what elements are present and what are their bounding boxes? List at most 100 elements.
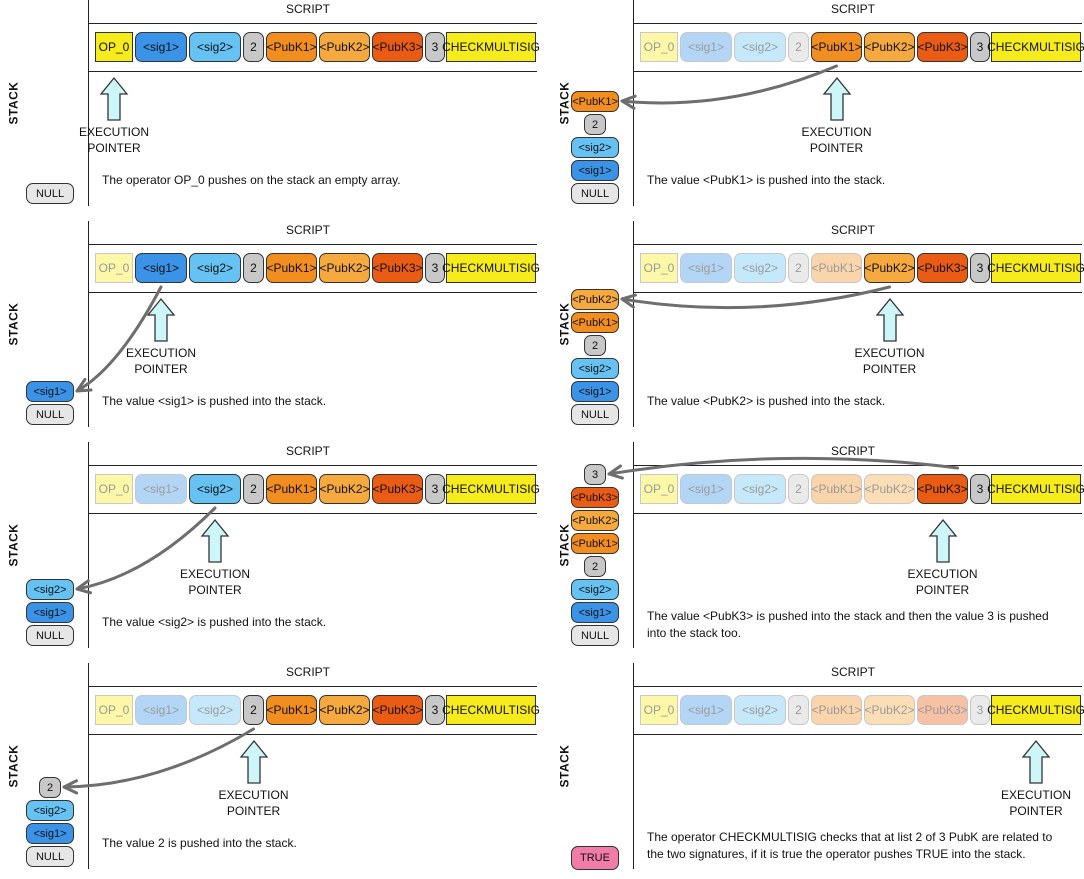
script-top-rule: [633, 244, 1082, 245]
script-token-sig1: <sig1>: [135, 474, 187, 504]
execution-pointer-label: POINTER: [809, 141, 864, 155]
script-token-3: 3: [970, 474, 990, 504]
stack-divider: [88, 442, 89, 648]
stack-item-null: NULL: [571, 183, 619, 204]
script-token-op_0: OP_0: [640, 32, 678, 62]
script-token-3: 3: [970, 32, 990, 62]
script-token-3: 3: [425, 253, 445, 283]
stack-item-sig1: <sig1>: [26, 823, 74, 844]
stack-item-2: 2: [39, 777, 61, 798]
script-token-pubk2: <PubK2>: [319, 253, 370, 283]
script-token-3: 3: [425, 695, 445, 725]
script-token-3: 3: [425, 474, 445, 504]
script-top-rule: [633, 686, 1082, 687]
stack-item-sig1: <sig1>: [26, 602, 74, 623]
stack-item-null: NULL: [26, 846, 74, 867]
script-token-pubk3: <PubK3>: [372, 695, 423, 725]
stack-item-null: NULL: [26, 404, 74, 425]
execution-pointer-label: EXECUTION: [218, 788, 289, 802]
stack-divider: [88, 663, 89, 869]
script-token-pubk2: <PubK2>: [864, 474, 915, 504]
script-token-sig1: <sig1>: [680, 474, 732, 504]
execution-pointer-arrow: [875, 297, 904, 342]
script-token-pubk3: <PubK3>: [917, 474, 968, 504]
execution-pointer-arrow: [146, 297, 176, 342]
stack-label: STACK: [6, 523, 21, 567]
script-token-pubk1: <PubK1>: [811, 474, 862, 504]
stack-item-sig1: <sig1>: [571, 602, 619, 623]
execution-pointer-label: POINTER: [915, 583, 970, 597]
script-token-checkmultisig: CHECKMULTISIG: [442, 474, 540, 504]
script-token-pubk1: <PubK1>: [266, 695, 317, 725]
script-token-sig2: <sig2>: [189, 474, 241, 504]
script-token-checkmultisig: CHECKMULTISIG: [442, 253, 540, 283]
caption: The value <sig1> is pushed into the stac…: [102, 393, 326, 410]
script-token-pubk2: <PubK2>: [864, 253, 915, 283]
script-label: SCRIPT: [831, 2, 876, 16]
script-bottom-rule: [633, 513, 1082, 514]
script-token-checkmultisig: CHECKMULTISIG: [987, 32, 1084, 62]
execution-pointer-arrow: [99, 76, 129, 121]
script-bottom-rule: [633, 292, 1082, 293]
script-token-2: 2: [788, 32, 809, 62]
script-token-pubk2: <PubK2>: [319, 695, 370, 725]
script-token-op_0: OP_0: [95, 695, 133, 725]
stack-item-3: 3: [584, 464, 606, 485]
script-token-3: 3: [970, 253, 990, 283]
script-label: SCRIPT: [831, 444, 876, 458]
script-token-2: 2: [243, 474, 264, 504]
execution-pointer-label: EXECUTION: [854, 346, 925, 360]
script-token-pubk3: <PubK3>: [372, 32, 423, 62]
script-token-sig2: <sig2>: [189, 695, 241, 725]
script-token-pubk3: <PubK3>: [917, 253, 968, 283]
stack-divider: [633, 663, 634, 869]
execution-pointer-label: POINTER: [1009, 804, 1063, 818]
script-token-checkmultisig: CHECKMULTISIG: [987, 474, 1084, 504]
script-token-pubk2: <PubK2>: [864, 32, 915, 62]
execution-pointer-label: EXECUTION: [78, 125, 149, 139]
stack-item-null: NULL: [571, 625, 619, 646]
execution-pointer-arrow: [1021, 739, 1051, 784]
stack-divider: [88, 221, 89, 427]
stack-item-pubk3: <PubK3>: [571, 487, 619, 508]
stack-item-sig2: <sig2>: [571, 358, 619, 379]
script-token-pubk3: <PubK3>: [917, 695, 968, 725]
stack-item-2: 2: [584, 114, 606, 135]
script-token-2: 2: [788, 253, 809, 283]
execution-pointer-label: POINTER: [87, 141, 141, 155]
script-label: SCRIPT: [286, 223, 331, 237]
stack-item-null: NULL: [26, 625, 74, 646]
script-token-sig2: <sig2>: [734, 474, 786, 504]
script-bottom-rule: [88, 513, 537, 514]
script-token-op_0: OP_0: [640, 474, 678, 504]
execution-pointer-label: EXECUTION: [801, 125, 872, 139]
script-token-2: 2: [243, 253, 264, 283]
script-token-2: 2: [243, 32, 264, 62]
script-token-sig1: <sig1>: [680, 253, 732, 283]
script-token-pubk2: <PubK2>: [864, 695, 915, 725]
execution-pointer-label: POINTER: [188, 583, 242, 597]
stack-item-sig2: <sig2>: [26, 579, 74, 600]
caption-line: The operator OP_0 pushes on the stack an…: [102, 173, 401, 187]
script-top-rule: [88, 465, 537, 466]
execution-pointer-label: EXECUTION: [1000, 788, 1071, 802]
stack-item-pubk1: <PubK1>: [571, 312, 619, 333]
caption-line: the two signatures, if it is true the op…: [647, 847, 1026, 861]
script-label: SCRIPT: [286, 665, 331, 679]
stack-item-pubk2: <PubK2>: [571, 510, 619, 531]
script-token-pubk2: <PubK2>: [319, 32, 370, 62]
execution-pointer-arrow: [200, 518, 230, 563]
script-top-rule: [88, 23, 537, 24]
script-token-sig1: <sig1>: [135, 695, 187, 725]
script-top-rule: [88, 244, 537, 245]
script-token-sig1: <sig1>: [135, 32, 187, 62]
execution-pointer-label: POINTER: [862, 362, 917, 376]
stack-label: STACK: [557, 81, 572, 125]
script-bottom-rule: [88, 71, 537, 72]
script-token-op_0: OP_0: [640, 695, 678, 725]
script-label: SCRIPT: [286, 2, 331, 16]
